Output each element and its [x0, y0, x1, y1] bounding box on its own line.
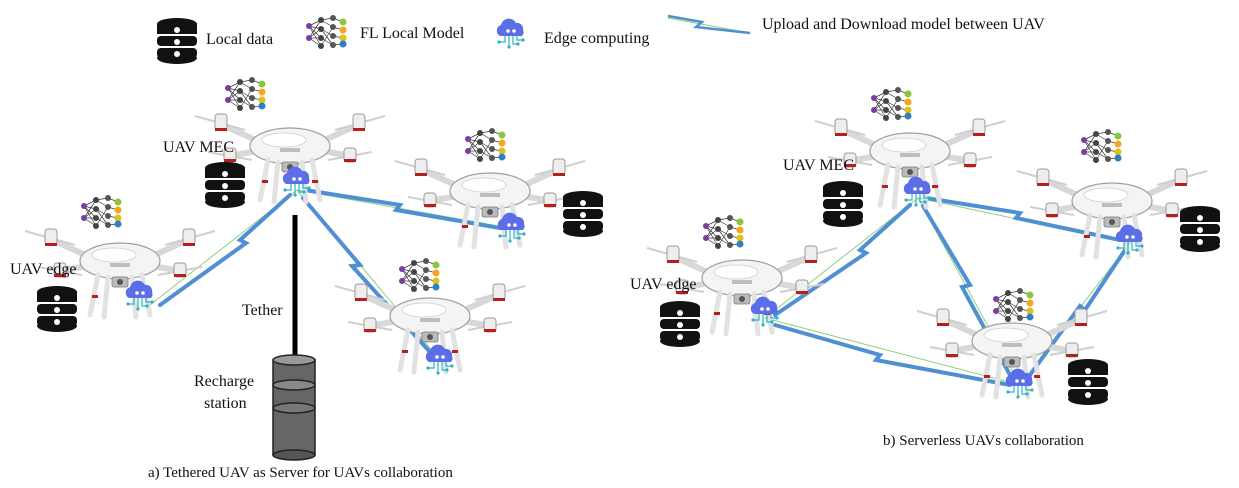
link-symbol: [667, 14, 751, 35]
database-icon: [1068, 359, 1108, 405]
database-icon: [205, 162, 245, 208]
tether-label: Tether: [242, 302, 283, 319]
database-icon: [1180, 206, 1220, 252]
database-icon: [157, 18, 197, 64]
neural-network-icon: [1080, 128, 1122, 164]
database-icon: [563, 191, 603, 237]
neural-network-icon: [305, 14, 347, 50]
neural-network-icon: [224, 76, 266, 112]
database-icon: [823, 181, 863, 227]
database-icon: [37, 286, 77, 332]
legend-fl-model-label: FL Local Model: [360, 25, 465, 42]
neural-network-icon: [464, 127, 506, 163]
drone-right-a: [395, 159, 585, 247]
drone-right-b: [1017, 169, 1207, 257]
panel-a-caption: a) Tethered UAV as Server for UAVs colla…: [148, 465, 453, 481]
panel-a-uav-edge-label: UAV edge: [10, 261, 77, 278]
panel-b-caption: b) Serverless UAVs collaboration: [883, 433, 1084, 449]
panel-b-uav-mec-label: UAV MEC: [783, 157, 854, 174]
recharge-label-line1: Recharge: [194, 373, 255, 390]
panel-a-links: [149, 188, 511, 361]
database-icon: [660, 301, 700, 347]
panel-b: [647, 86, 1220, 405]
recharge-station: [272, 354, 316, 461]
legend-edge-computing-label: Edge computing: [544, 30, 650, 47]
neural-network-icon: [992, 287, 1034, 323]
panel-a: [25, 76, 603, 461]
neural-network-icon: [702, 214, 744, 250]
legend-local-data-label: Local data: [206, 31, 274, 48]
recharge-label-line2: station: [204, 395, 247, 412]
neural-network-icon: [398, 257, 440, 293]
panel-a-uav-mec-label: UAV MEC: [163, 139, 234, 156]
edge-computing-icon: [496, 17, 526, 50]
panel-b-uav-edge-label: UAV edge: [630, 276, 697, 293]
neural-network-icon: [80, 194, 122, 230]
legend: [157, 14, 751, 64]
legend-link-label: Upload and Download model between UAV: [762, 16, 1045, 33]
neural-network-icon: [870, 86, 912, 122]
